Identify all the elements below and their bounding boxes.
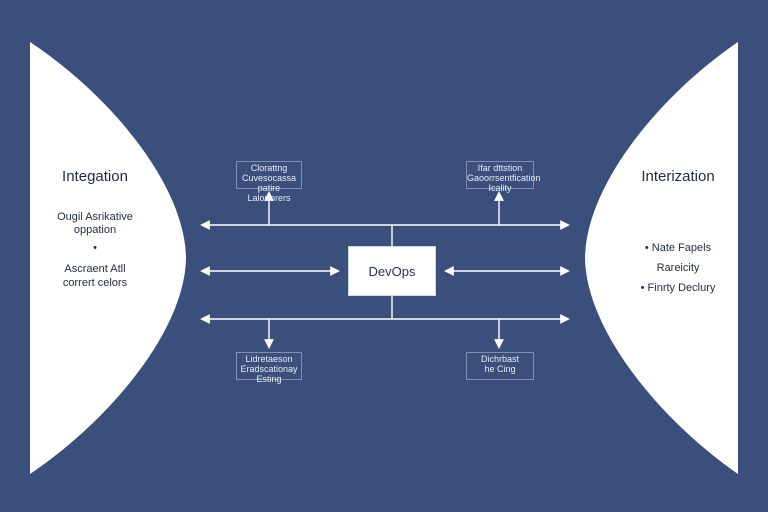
left-panel-line-1a: Ougil Asrikative	[57, 211, 133, 223]
devops-label: DevOps	[368, 263, 416, 279]
left-panel-line-2a: Ascraent Atll	[64, 263, 126, 275]
left-panel-bullet: •	[93, 242, 97, 254]
left-panel-title: Integation	[62, 168, 128, 185]
note-top-left: Clorattng Cuvesocassa patire Lalortorers	[236, 161, 302, 203]
note-bottom-left: Lidretaeson Eradscationay Esting	[236, 352, 302, 384]
devops-box: DevOps	[348, 246, 436, 296]
note-top-right: Ifar dttstion Gaoorrsentfication Icality	[466, 161, 541, 193]
right-panel-item-3: • Finrty Declury	[640, 282, 716, 294]
right-panel-title: Interization	[641, 168, 715, 185]
right-panel-shape	[585, 42, 738, 474]
left-panel-line-1b: oppation	[73, 224, 117, 236]
note-bottom-right: Dichrbast he Cing	[466, 352, 534, 380]
left-panel-shape	[30, 42, 186, 474]
right-panel-item-2: Rareicity	[656, 262, 700, 274]
left-panel-line-2b: corrert celors	[62, 277, 128, 289]
right-panel-item-1: • Nate Fapels	[644, 242, 712, 254]
